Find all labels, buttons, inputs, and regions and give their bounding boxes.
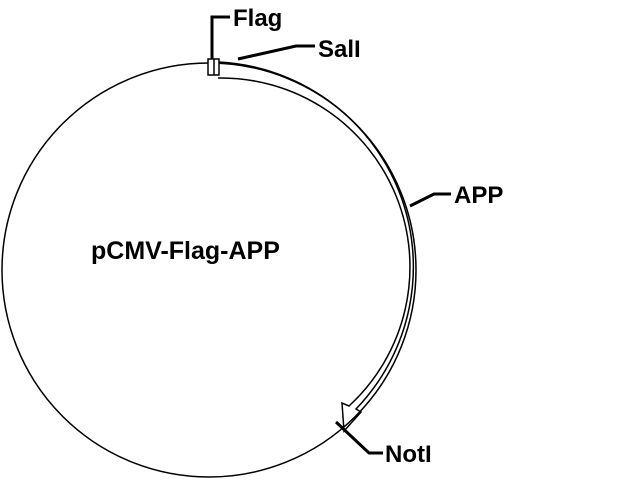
sali-callout-line — [237, 44, 315, 61]
noti-label: NotI — [385, 441, 432, 468]
sali-label: SalI — [318, 36, 361, 63]
noti-callout-line — [334, 420, 383, 455]
plasmid-name: pCMV-Flag-APP — [91, 237, 280, 265]
app-label: APP — [454, 182, 503, 209]
app-callout-line — [409, 192, 451, 208]
flag-label: Flag — [233, 5, 282, 32]
flag-callout-line — [210, 15, 230, 59]
plasmid-backbone-circle — [1, 62, 417, 478]
